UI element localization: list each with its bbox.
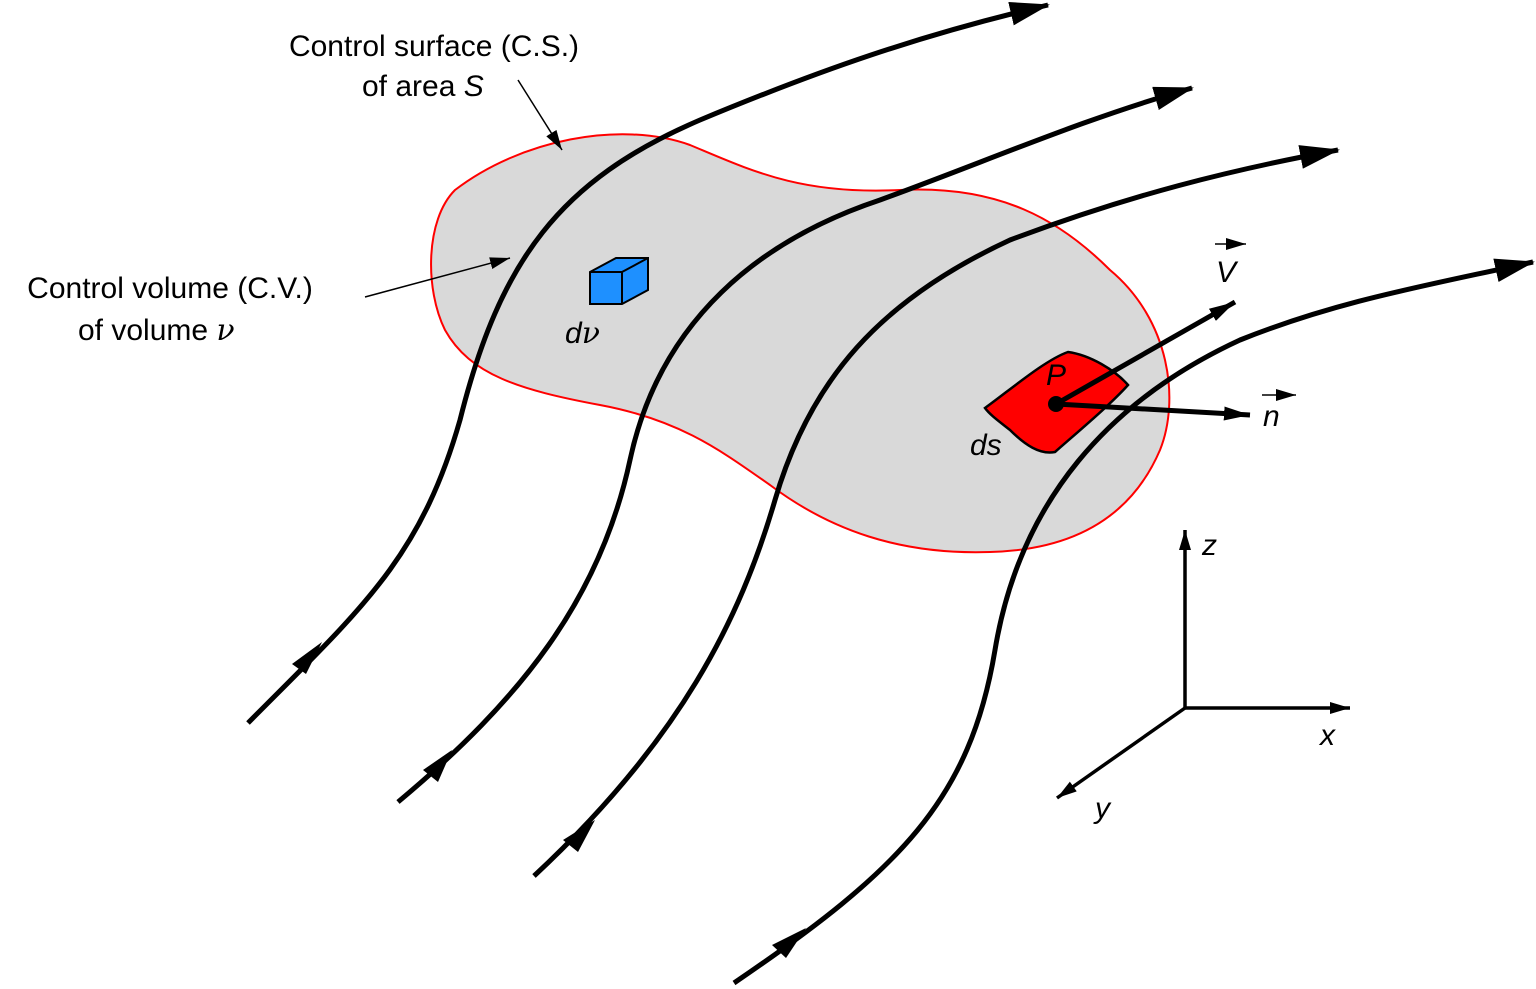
surface-element-label: ds: [970, 429, 1002, 462]
cv-leader-line: [364, 257, 511, 298]
control-surface-label-prefix: of area: [362, 70, 464, 103]
streamline-3: [532, 145, 1340, 878]
control-volume-volume-symbol: ν: [216, 313, 234, 348]
control-surface-label-line1: Control surface (C.S.): [289, 30, 579, 63]
axis-z-label: z: [1201, 529, 1217, 562]
control-volume-label-line2: of volume ν: [78, 313, 235, 348]
streamline-2-arrowhead: [423, 750, 452, 782]
streamline-1-arrowhead: [292, 642, 322, 674]
streamline-1: [246, 1, 1050, 725]
point-p-label: P: [1046, 359, 1066, 392]
normal-label: n: [1263, 400, 1280, 433]
normal-vector: [1055, 401, 1251, 421]
coordinate-axes: [1055, 530, 1350, 800]
streamline-4: [732, 258, 1535, 986]
cs-leader-line: [517, 79, 563, 151]
axis-y-label: y: [1093, 792, 1112, 825]
y-axis: [1055, 706, 1187, 800]
volume-element-label: dν: [565, 316, 600, 351]
streamline-3-arrowhead: [563, 820, 595, 852]
volume-element-label-nu: ν: [582, 316, 600, 351]
volume-element-cube: [589, 257, 649, 305]
velocity-vector: [1054, 299, 1237, 407]
control-surface-area-symbol: S: [464, 70, 484, 103]
volume-element-label-d: d: [565, 317, 583, 350]
axis-x-label: x: [1318, 719, 1336, 752]
control-volume: [430, 133, 1171, 554]
control-volume-label-line1: Control volume (C.V.): [27, 272, 313, 305]
control-volume-label-prefix: of volume: [78, 314, 216, 347]
velocity-label: V: [1216, 256, 1239, 289]
control-surface-label-line2: of area S: [362, 70, 484, 103]
streamline-4-arrowhead: [772, 928, 806, 958]
streamline-2: [396, 85, 1194, 804]
